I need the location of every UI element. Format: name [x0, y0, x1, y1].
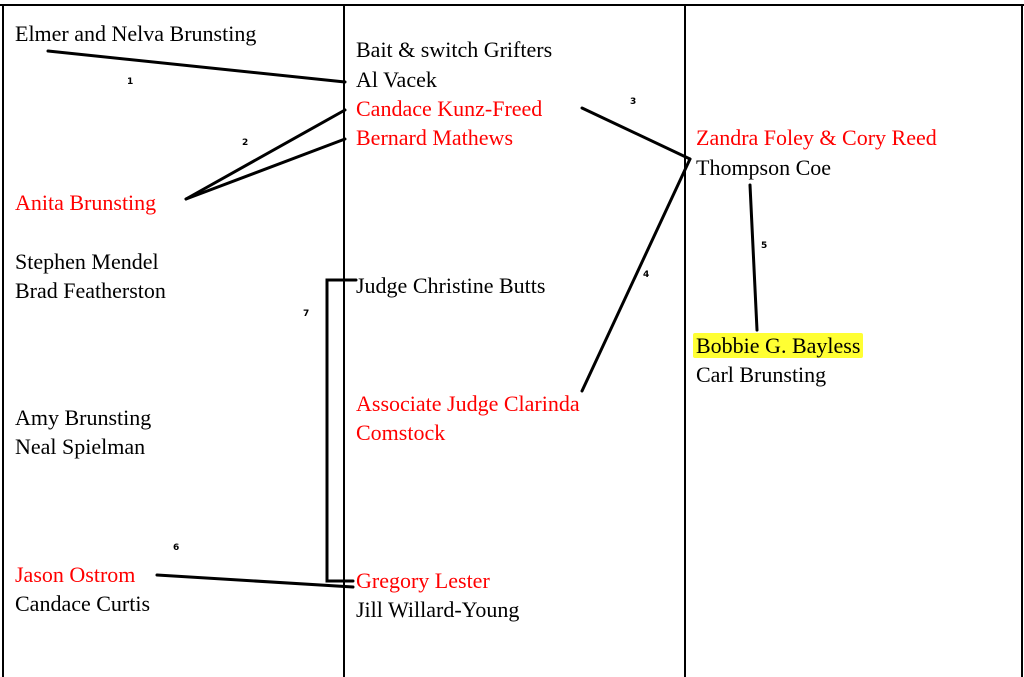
- connector-5: [748, 183, 759, 332]
- connector-number-3: 3: [630, 97, 637, 107]
- label-anita-brunsting: Anita Brunsting: [15, 190, 157, 215]
- label-comstock: Comstock: [356, 420, 446, 445]
- label-bait-switch-grifters: Bait & switch Grifters: [356, 37, 553, 62]
- label-associate-judge-clarinda: Associate Judge Clarinda: [356, 391, 580, 416]
- label-elmer-nelva-brunsting: Elmer and Nelva Brunsting: [15, 21, 257, 46]
- label-amy-brunsting: Amy Brunsting: [15, 405, 152, 430]
- connector-1: [46, 49, 347, 84]
- label-brad-featherston: Brad Featherston: [15, 278, 166, 303]
- label-neal-spielman: Neal Spielman: [15, 434, 146, 459]
- connector-7: [325, 278, 358, 583]
- connector-2a: [184, 108, 347, 201]
- top-border: [0, 4, 1024, 6]
- label-jason-ostrom: Jason Ostrom: [15, 562, 136, 587]
- label-candace-curtis: Candace Curtis: [15, 591, 151, 616]
- label-candace-kunz-freed: Candace Kunz-Freed: [356, 96, 543, 121]
- connector-number-7: 7: [303, 309, 310, 319]
- label-jill-willard-young: Jill Willard-Young: [356, 597, 520, 622]
- connector-2b: [184, 137, 347, 201]
- label-stephen-mendel: Stephen Mendel: [15, 249, 159, 274]
- connector-number-6: 6: [173, 543, 180, 553]
- connector-3: [580, 106, 692, 161]
- label-bernard-mathews: Bernard Mathews: [356, 125, 514, 150]
- connector-number-1: 1: [127, 77, 134, 87]
- label-bobbie-bayless: Bobbie G. Bayless: [693, 331, 864, 360]
- label-carl-brunsting: Carl Brunsting: [696, 362, 827, 387]
- right-border: [1021, 4, 1023, 677]
- label-judge-christine-butts: Judge Christine Butts: [356, 273, 546, 298]
- connector-4: [580, 157, 692, 393]
- highlighted-bobbie-bayless: Bobbie G. Bayless: [693, 333, 864, 358]
- connector-number-4: 4: [643, 270, 650, 280]
- column-divider-2: [684, 4, 686, 677]
- connector-number-5: 5: [761, 241, 768, 251]
- label-gregory-lester: Gregory Lester: [356, 568, 490, 593]
- left-border: [2, 4, 4, 677]
- connector-6: [155, 573, 355, 589]
- label-zandra-foley-cory-reed: Zandra Foley & Cory Reed: [696, 125, 937, 150]
- column-divider-1: [343, 4, 345, 677]
- connector-number-2: 2: [242, 138, 249, 148]
- label-al-vacek: Al Vacek: [356, 67, 437, 92]
- label-thompson-coe: Thompson Coe: [696, 155, 832, 180]
